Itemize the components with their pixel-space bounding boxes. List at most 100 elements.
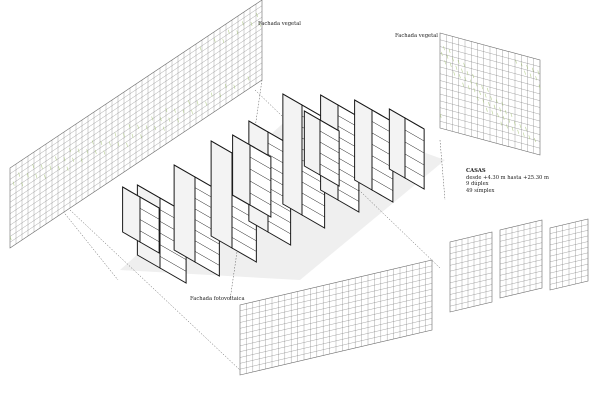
pv-small-1-transom [449, 272, 493, 283]
veg-left-plant [21, 182, 24, 187]
pv-small-2-transom [499, 225, 543, 236]
veg-left-plant [86, 149, 89, 154]
veg-left-plant [109, 141, 111, 146]
housing-block-8-floor [404, 141, 425, 154]
pv-main-transom [239, 300, 433, 346]
housing-block-11-side [303, 110, 321, 176]
veg-left-transom [9, 39, 263, 209]
housing-block-9-top [122, 186, 160, 209]
pv-small-1-transom [449, 255, 493, 266]
veg-left-transom [9, 11, 263, 180]
housing-block-11-top [304, 110, 340, 132]
veg-right-plant [535, 76, 538, 81]
casas-range: desde +4.30 m hasta +25.30 m [466, 174, 549, 181]
pv-small-2-transom [499, 259, 543, 270]
veg-left-plant [242, 21, 244, 26]
pv-small-2-transom [499, 276, 543, 287]
housing-block-2-floor [194, 240, 220, 255]
housing-block-11-floor [319, 163, 340, 176]
veg-left-transom [9, 17, 263, 186]
veg-left-plant [162, 126, 165, 131]
pv-small-2-transom [499, 231, 543, 242]
label-photovoltaic-facade: Fachada fotovoltaica [190, 296, 245, 302]
veg-left-transom [9, 28, 263, 197]
veg-left-transom [9, 51, 263, 220]
pv-small-2-transom [499, 270, 543, 282]
pv-main-transom [239, 289, 433, 335]
veg-right-plant [506, 124, 508, 129]
housing-block-8-floor [404, 153, 425, 166]
casas-legend: CASAS desde +4.30 m hasta +25.30 m 9 dúp… [466, 168, 549, 194]
housing-block-2-floor [194, 229, 220, 245]
veg-left-plant [12, 181, 15, 186]
veg-right-plant [508, 118, 511, 123]
veg-left-plant [224, 84, 227, 89]
veg-right-plant [486, 87, 489, 92]
housing-block-8-front [404, 117, 425, 190]
pv-small-1-transom [449, 278, 493, 289]
housing-block-3-floor [231, 237, 257, 252]
pv-small-3-transom [549, 263, 589, 274]
veg-left-plant [72, 157, 74, 162]
housing-block-7-side [354, 99, 373, 191]
housing-block-8-side [388, 108, 406, 179]
housing-block-1-floor [159, 244, 187, 260]
veg-right-plant [457, 60, 460, 65]
veg-right-transom [439, 93, 541, 122]
veg-left-plant [63, 157, 66, 162]
veg-right-plant [490, 96, 493, 101]
pv-small-3-transom [549, 269, 589, 279]
veg-left-plant [80, 158, 83, 163]
pv-small-1-transom [449, 243, 493, 254]
pv-small-3-transom [549, 230, 589, 240]
veg-left-plant [77, 148, 80, 153]
veg-left-plant [165, 107, 168, 113]
veg-left-plant [66, 166, 69, 171]
veg-right-transom [439, 39, 541, 67]
housing-block-10-floor [249, 156, 272, 170]
veg-left-plant [222, 38, 225, 43]
pv-small-2-transom [499, 265, 543, 276]
housing-block-5-floor [301, 181, 325, 196]
veg-right-plant [479, 90, 481, 95]
veg-right-plant [502, 115, 505, 121]
veg-left-plant [49, 165, 52, 170]
veg-left-plant [55, 156, 57, 161]
housing-block-6-floor [337, 178, 360, 192]
veg-left-transom [9, 22, 263, 191]
veg-right-plant [464, 76, 467, 82]
veg-right-plant [520, 62, 523, 67]
housing-block-8-floor [404, 129, 425, 142]
veg-right-plant [531, 67, 534, 72]
veg-right-transom [439, 73, 541, 101]
pv-small-2-transom [499, 282, 543, 293]
veg-left-plant [43, 174, 46, 179]
pv-small-1-transom [449, 261, 493, 272]
housing-block-3-side [210, 140, 233, 249]
pv-small-1-transom [449, 266, 493, 278]
photovoltaic-facade [239, 218, 589, 376]
veg-right-plant [491, 110, 494, 115]
housing-block-7-floor [371, 178, 394, 191]
veg-right-plant [444, 60, 447, 65]
housing-block-11-floor [319, 152, 340, 165]
veg-left-plant [196, 100, 199, 105]
veg-right-plant [453, 71, 456, 76]
veg-right-plant [538, 84, 541, 89]
pv-small-3-transom [549, 235, 589, 246]
housing-block-10-front [249, 144, 272, 218]
veg-left-plant [91, 140, 94, 145]
veg-left-plant [140, 134, 143, 139]
pv-small-3-transom [549, 241, 589, 251]
veg-right-plant [524, 70, 526, 75]
pv-main-transom [239, 277, 433, 323]
veg-left-plant [94, 149, 97, 155]
housing-block-11-floor [319, 141, 340, 154]
veg-left-plant [182, 109, 185, 114]
pv-small-3-transom [549, 224, 589, 234]
veg-left-transom [9, 62, 263, 231]
veg-right-plant [463, 62, 466, 67]
housing-block-5-floor [301, 192, 325, 207]
veg-right-plant [466, 71, 469, 76]
pv-main-transom [239, 283, 433, 329]
